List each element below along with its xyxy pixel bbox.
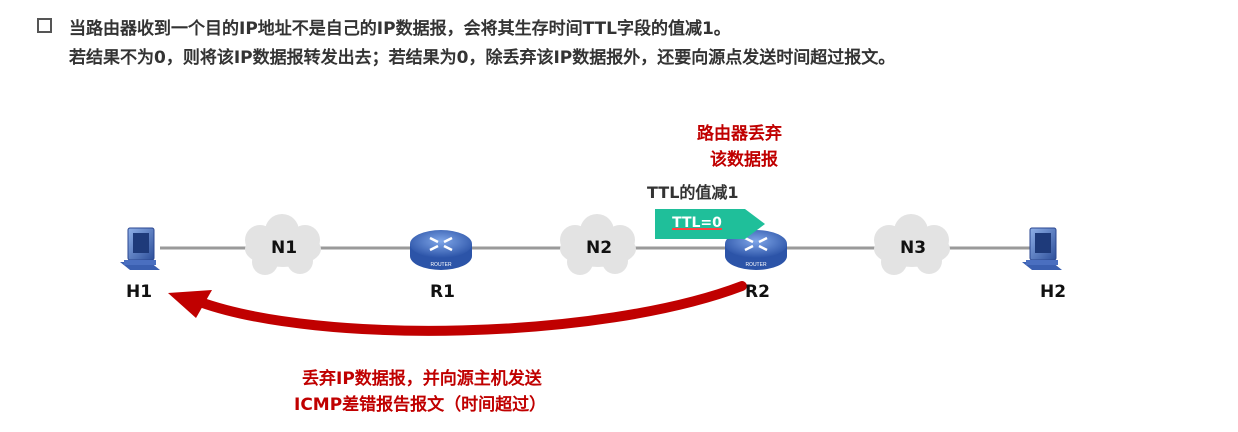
- router-drop-label-line1: 路由器丢弃: [697, 124, 782, 144]
- cloud-n3: [874, 214, 950, 275]
- host-h1-label: H1: [126, 282, 153, 302]
- router-r2-label: R2: [745, 282, 770, 302]
- ttl-badge-text: TTL=0: [672, 215, 722, 231]
- cloud-n2: [560, 214, 636, 275]
- network-n3-label: N3: [900, 238, 927, 258]
- router-caption: ROUTER: [430, 262, 452, 268]
- network-n1-label: N1: [271, 238, 298, 258]
- host-h2-label: H2: [1040, 282, 1067, 302]
- description-line-2: 若结果不为0，则将该IP数据报转发出去；若结果为0，除丢弃该IP数据报外，还要向…: [69, 48, 896, 68]
- network-n2-label: N2: [586, 238, 613, 258]
- ttl-decrement-label: TTL的值减1: [647, 183, 739, 202]
- router-caption: ROUTER: [745, 262, 767, 268]
- cloud-n1: [245, 214, 321, 275]
- host-h2-icon: [1022, 227, 1062, 270]
- router-drop-label-line2: 该数据报: [710, 150, 778, 170]
- icmp-return-arrow: [168, 281, 747, 336]
- host-h1-icon: [120, 227, 160, 270]
- router-r1-icon: ROUTER: [410, 230, 472, 270]
- ttl-badge-arrow: [655, 209, 765, 239]
- icmp-label-line1: 丢弃IP数据报，并向源主机发送: [302, 369, 542, 389]
- icmp-label-line2: ICMP差错报告报文（时间超过）: [294, 395, 547, 415]
- router-r1-label: R1: [430, 282, 455, 302]
- description-line-1: 当路由器收到一个目的IP地址不是自己的IP数据报，会将其生存时间TTL字段的值减…: [69, 19, 731, 39]
- checkbox-icon[interactable]: [37, 18, 52, 33]
